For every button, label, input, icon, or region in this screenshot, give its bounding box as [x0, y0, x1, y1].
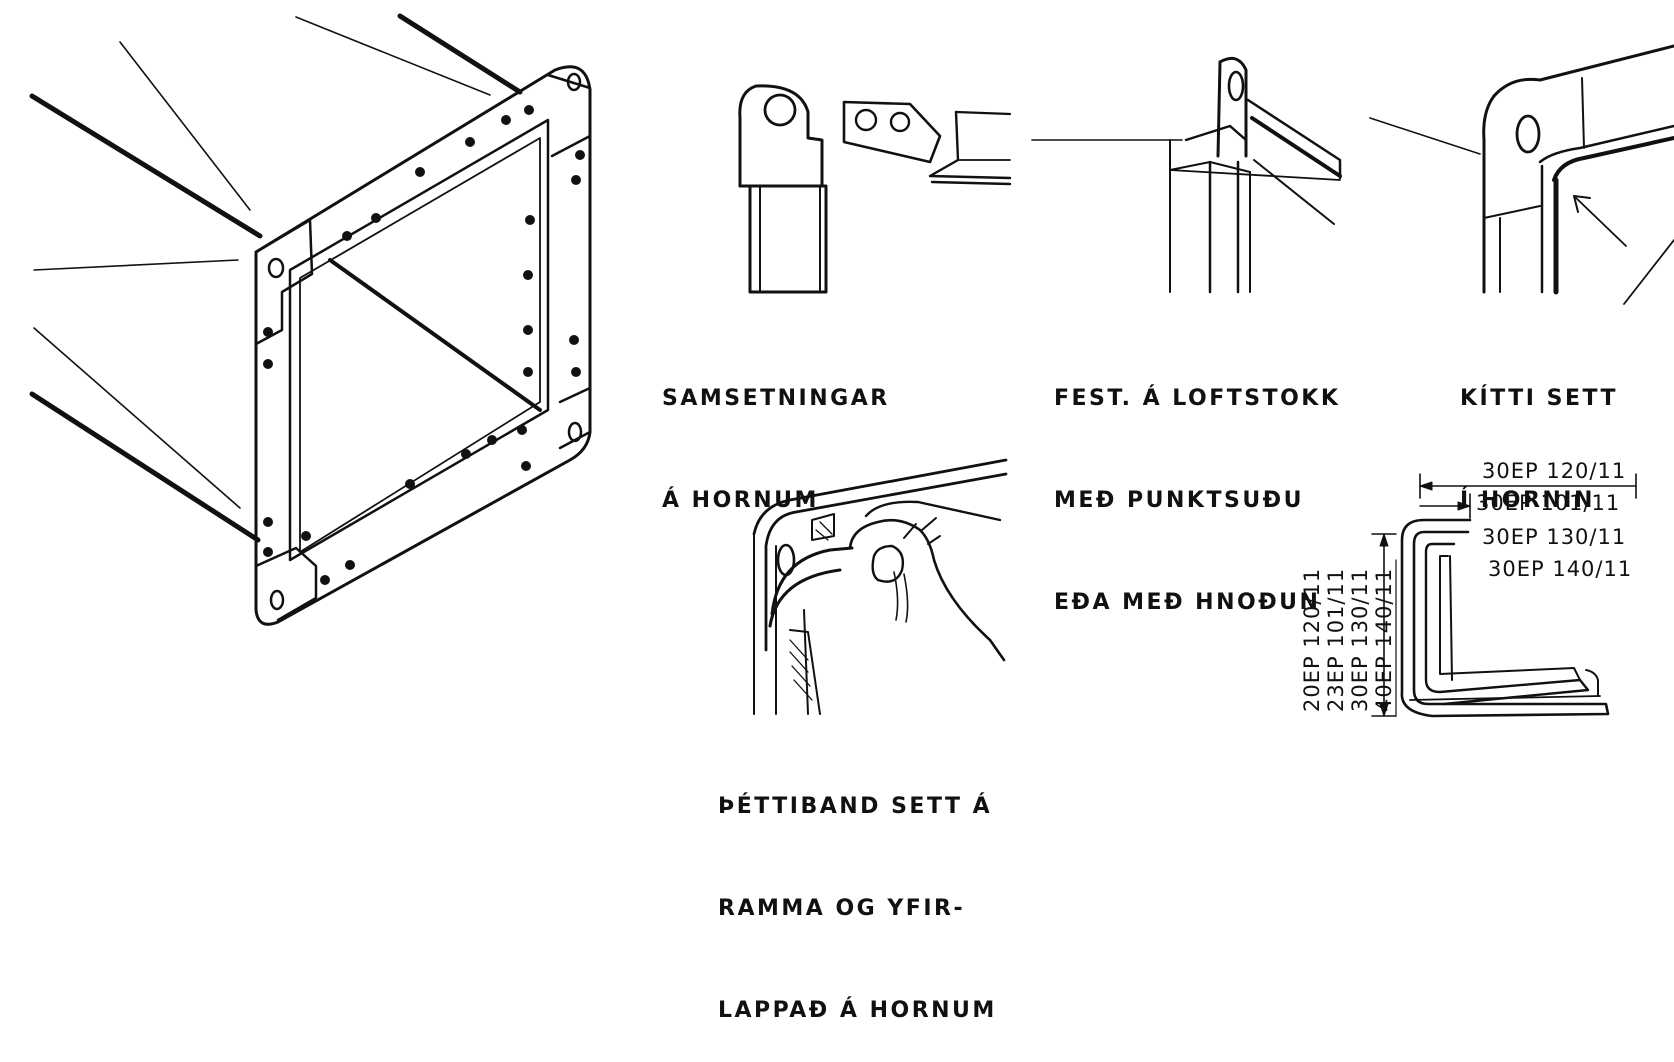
dim-h-1: 30EP 120/11	[1482, 459, 1627, 483]
technical-drawing	[29, 13, 1674, 718]
dim-h-3: 30EP 130/11	[1482, 525, 1627, 549]
dim-h-4: 30EP 140/11	[1488, 557, 1633, 581]
sealing-strip-line-3: LAPPAÐ Á HORNUM	[718, 998, 997, 1023]
fastening-line-1: FEST. Á LOFTSTOKK	[1054, 386, 1341, 411]
putty-line-2: Í HORNIN	[1460, 488, 1595, 513]
fastening-label: FEST. Á LOFTSTOKK MEÐ PUNKTSUÐU EÐA MEÐ …	[1054, 314, 1340, 654]
dim-v-4: 40EP 140/11	[1372, 567, 1396, 712]
putty-label: KÍTTI SETT Í HORNIN	[1460, 314, 1618, 552]
corner-joints-line-2: Á HORNUM	[662, 488, 819, 513]
putty-line-1: KÍTTI SETT	[1460, 386, 1618, 411]
fastening-line-3: EÐA MEÐ HNOÐUN	[1054, 590, 1321, 615]
dim-v-3: 30EP 130/11	[1348, 567, 1372, 712]
dim-v-2: 23EP 101/11	[1324, 567, 1348, 712]
fastening-drawing	[1031, 56, 1342, 294]
duct-frame-isometric	[29, 13, 592, 626]
corner-joint-drawing	[738, 84, 1012, 294]
dim-h-2: 30EP 101/11	[1476, 491, 1621, 515]
corner-joints-label: SAMSETNINGAR Á HORNUM	[662, 314, 890, 552]
dim-v-1: 20EP 120/11	[1300, 567, 1324, 712]
sealing-strip-line-1: ÞÉTTIBAND SETT Á	[718, 794, 993, 819]
sealing-strip-drawing	[752, 458, 1008, 715]
corner-joints-line-1: SAMSETNINGAR	[662, 386, 890, 411]
sealing-strip-label: ÞÉTTIBAND SETT Á RAMMA OG YFIR- LAPPAÐ Á…	[718, 722, 997, 1062]
profile-section-drawing	[1371, 473, 1637, 718]
fastening-line-2: MEÐ PUNKTSUÐU	[1054, 488, 1304, 513]
putty-corner-drawing	[1369, 44, 1674, 305]
sealing-strip-line-2: RAMMA OG YFIR-	[718, 896, 966, 921]
